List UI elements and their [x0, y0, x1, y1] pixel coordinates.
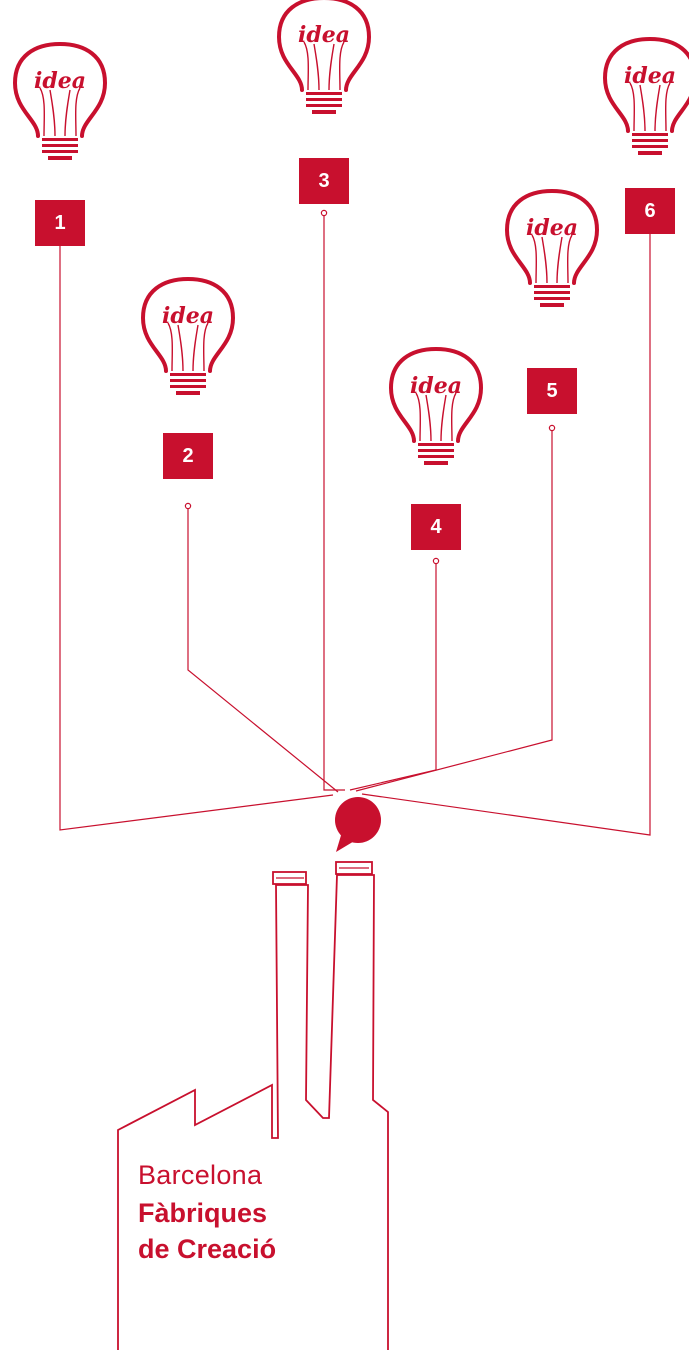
bulb-label: idea	[410, 373, 462, 399]
lightbulb-icon: idea	[140, 276, 236, 395]
connector-line-5	[355, 428, 553, 792]
bulb-label: idea	[298, 22, 350, 48]
number-box-3: 3	[299, 158, 349, 204]
number-box-2: 2	[163, 433, 213, 479]
lightbulb-icon: idea	[12, 41, 108, 160]
lightbulb-icon: idea	[388, 346, 484, 465]
brand-line-1: Fàbriques	[138, 1198, 268, 1228]
bulb-label: idea	[162, 303, 214, 329]
connector-line-3	[323, 213, 345, 791]
connector-line-4	[349, 561, 437, 791]
connector-line-1	[59, 228, 334, 831]
lightbulb-icon: idea	[504, 188, 600, 307]
connector-dot-4	[432, 557, 440, 565]
bulb-label: idea	[624, 63, 676, 89]
connector-line-6	[361, 223, 651, 836]
brand-city: Barcelona	[138, 1160, 263, 1190]
speech-bubble-icon	[335, 797, 381, 852]
connector-dot-2	[184, 502, 192, 510]
connector-dot-3	[320, 209, 328, 217]
brand-line-2: de Creació	[138, 1234, 277, 1264]
bulb-label: idea	[526, 215, 578, 241]
number-box-1: 1	[35, 200, 85, 246]
lightbulb-icon: idea	[602, 36, 689, 155]
bulb-label: idea	[34, 68, 86, 94]
number-box-6: 6	[625, 188, 675, 234]
connector-line-2	[187, 506, 339, 793]
lightbulb-icon: idea	[276, 0, 372, 114]
number-box-5: 5	[527, 368, 577, 414]
connector-dot-5	[548, 424, 556, 432]
factory-icon	[117, 861, 389, 1350]
number-box-4: 4	[411, 504, 461, 550]
lightbulbs: idea idea idea idea idea idea	[12, 0, 689, 465]
